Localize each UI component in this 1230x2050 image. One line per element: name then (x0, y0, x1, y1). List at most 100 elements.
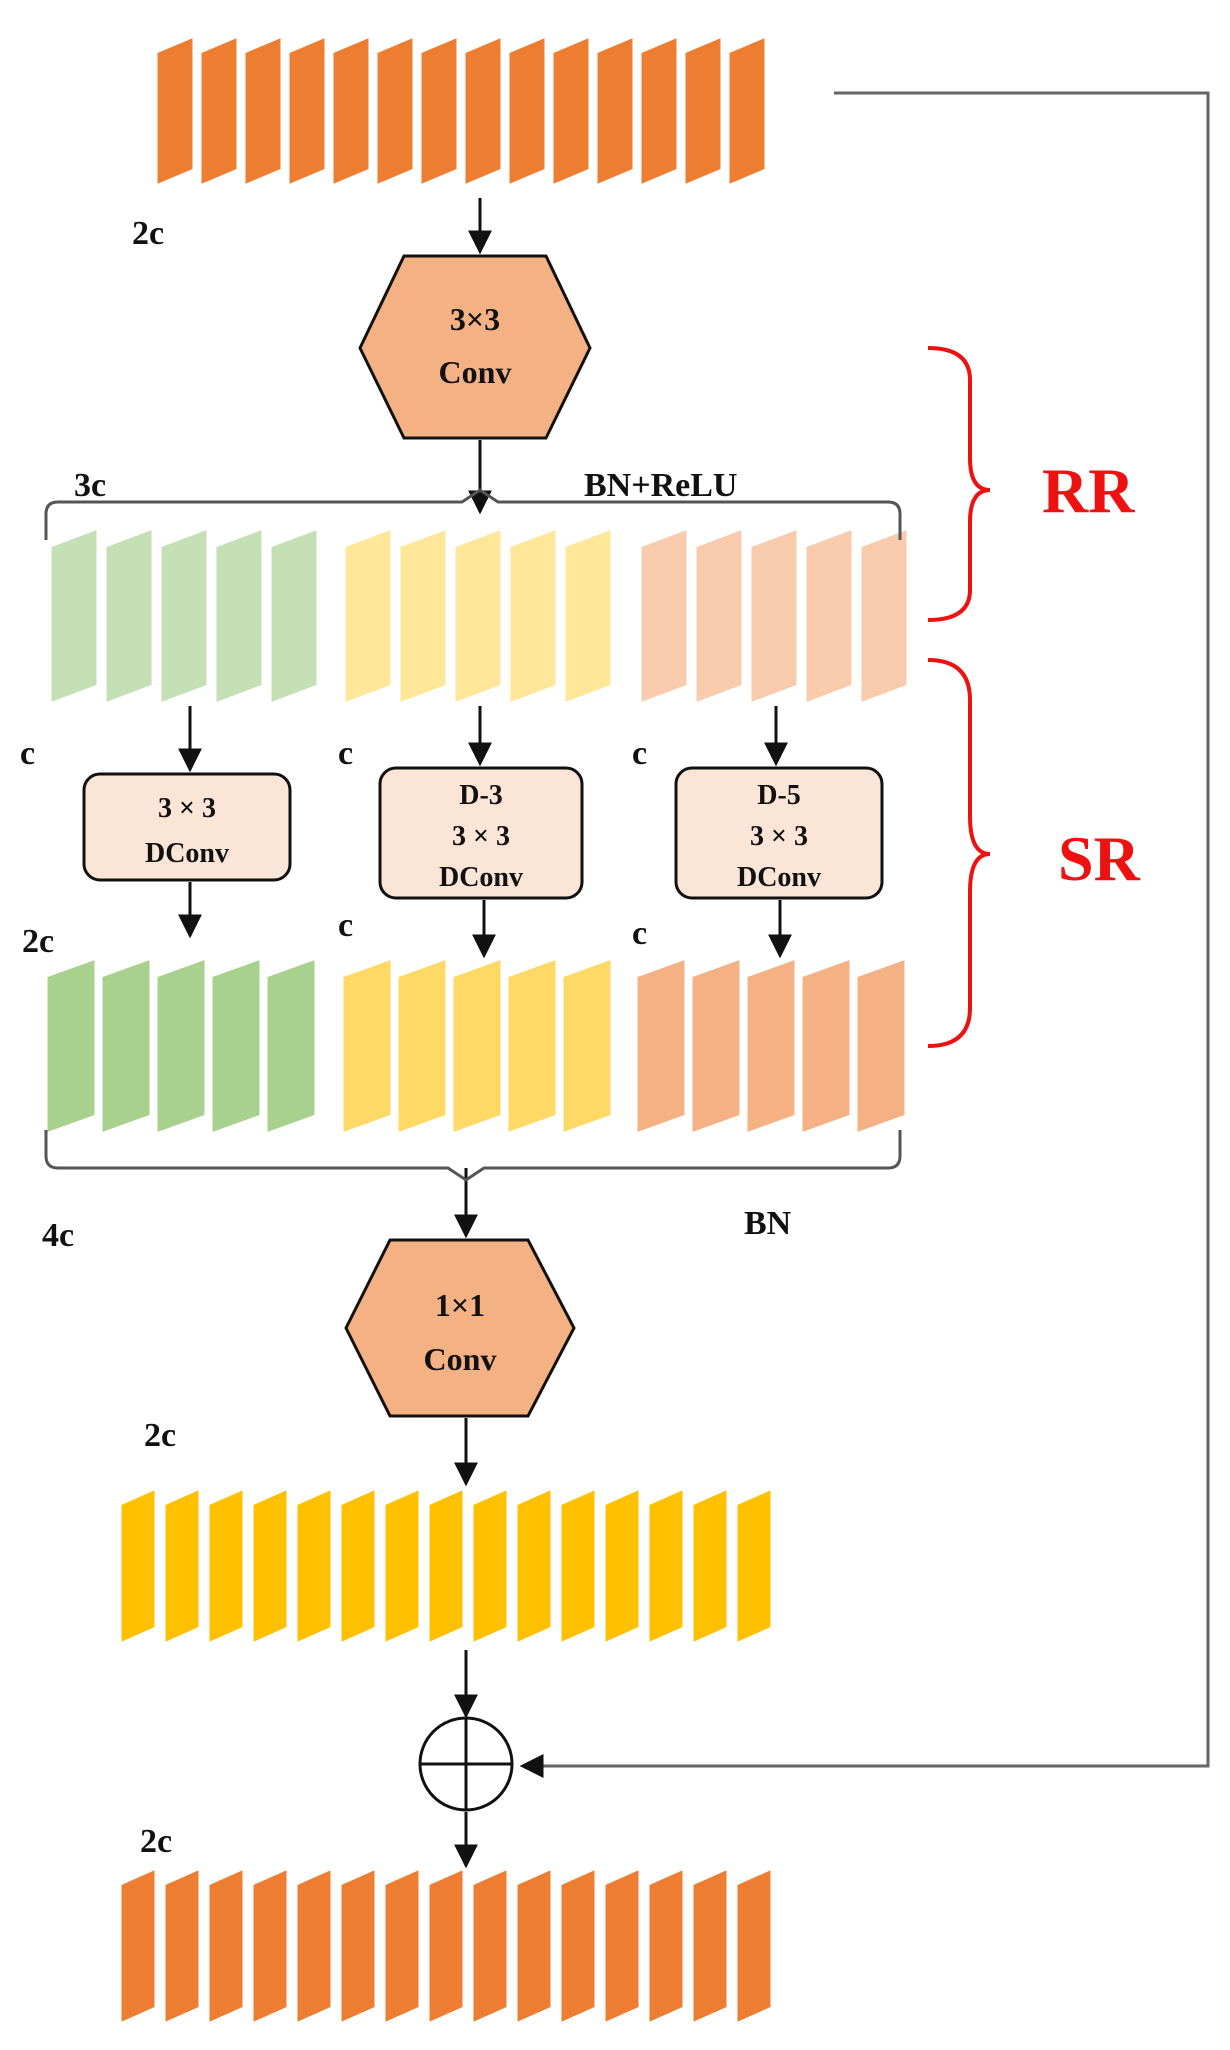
feature-map (426, 1485, 466, 1647)
dconv-1-line1: 3 × 3 (158, 793, 216, 824)
feature-map (250, 1485, 290, 1647)
dconv-3-line3: DConv (737, 862, 821, 893)
feature-map (734, 1485, 774, 1647)
label-branch-in-1: c (20, 735, 35, 772)
feature-map (213, 525, 265, 707)
feature-map (397, 525, 449, 707)
split-yellow-maps (342, 525, 614, 707)
feature-map (286, 33, 328, 189)
feature-map (470, 1485, 510, 1647)
feature-map (602, 1485, 642, 1647)
dconv-2-line2: 3 × 3 (452, 821, 510, 852)
feature-map (118, 1485, 158, 1647)
feature-map (514, 1865, 554, 2027)
output-feature-maps (118, 1865, 774, 2027)
feature-map (206, 1485, 246, 1647)
pw-feature-maps (118, 1485, 774, 1647)
dconv-salmon-maps (634, 955, 908, 1137)
feature-map (646, 1865, 686, 2027)
dconv-2-line3: DConv (439, 862, 523, 893)
concat-bracket (44, 1130, 902, 1182)
feature-map (470, 1865, 510, 2027)
label-output-channels: 2c (140, 1823, 172, 1860)
feature-map (198, 33, 240, 189)
feature-map (505, 955, 559, 1137)
feature-map (506, 33, 548, 189)
feature-map (689, 955, 743, 1137)
feature-map (340, 955, 394, 1137)
feature-map (99, 955, 153, 1137)
feature-map (48, 525, 100, 707)
feature-map (634, 955, 688, 1137)
sr-label: SR (1058, 823, 1141, 894)
feature-map (294, 1485, 334, 1647)
feature-map (748, 525, 800, 707)
feature-map (250, 1865, 290, 2027)
feature-map (294, 1865, 334, 2027)
label-branch-out-1: 2c (22, 923, 54, 960)
dconv-box-2 (378, 766, 584, 900)
feature-map (799, 955, 853, 1137)
feature-map (382, 1865, 422, 2027)
feature-map (342, 525, 394, 707)
feature-map (268, 525, 320, 707)
label-after-pw-channels: 2c (144, 1417, 176, 1454)
feature-map (206, 1865, 246, 2027)
feature-map (562, 525, 614, 707)
feature-map (744, 955, 798, 1137)
label-branch-in-2: c (338, 735, 353, 772)
feature-map (690, 1485, 730, 1647)
feature-map (507, 525, 559, 707)
conv-bottom-line2: Conv (424, 1341, 497, 1377)
feature-map (803, 525, 855, 707)
feature-map (646, 1485, 686, 1647)
dconv-box-3 (674, 766, 884, 900)
feature-map (338, 1485, 378, 1647)
label-branch-mid-2: c (338, 907, 353, 944)
feature-map (462, 33, 504, 189)
feature-map (44, 955, 98, 1137)
split-salmon-maps (638, 525, 910, 707)
feature-map (638, 525, 690, 707)
feature-map (118, 1865, 158, 2027)
sr-curly-bracket (927, 658, 991, 1048)
dconv-green-maps (44, 955, 318, 1137)
dconv-box-1 (82, 772, 292, 882)
feature-map (726, 33, 768, 189)
feature-map (338, 1865, 378, 2027)
split-bracket (44, 488, 902, 540)
feature-map (158, 525, 210, 707)
conv-3x3-hexagon (358, 254, 592, 440)
conv-top-line2: Conv (439, 354, 512, 390)
feature-map (452, 525, 504, 707)
feature-map (103, 525, 155, 707)
feature-map (638, 33, 680, 189)
feature-map (560, 955, 614, 1137)
feature-map (426, 1865, 466, 2027)
feature-map (550, 33, 592, 189)
conv-bottom-line1: 1×1 (435, 1287, 485, 1323)
feature-map (682, 33, 724, 189)
feature-map (594, 33, 636, 189)
feature-map (693, 525, 745, 707)
feature-map (395, 955, 449, 1137)
label-branch-in-3: c (632, 735, 647, 772)
feature-map (690, 1865, 730, 2027)
feature-map (382, 1485, 422, 1647)
label-branch-mid-3: c (632, 915, 647, 952)
dconv-1-line2: DConv (145, 838, 229, 869)
conv-1x1-hexagon (344, 1238, 576, 1418)
feature-map (162, 1485, 202, 1647)
feature-map (558, 1865, 598, 2027)
conv-top-line1: 3×3 (450, 301, 500, 337)
dconv-2-line1: D-3 (459, 780, 503, 811)
feature-map (154, 33, 196, 189)
rr-curly-bracket (927, 346, 991, 622)
feature-map (450, 955, 504, 1137)
dconv-3-line2: 3 × 3 (750, 821, 808, 852)
label-concat-channels: 4c (42, 1217, 74, 1254)
rr-label: RR (1042, 455, 1135, 526)
feature-map (374, 33, 416, 189)
dconv-3-line1: D-5 (757, 780, 801, 811)
